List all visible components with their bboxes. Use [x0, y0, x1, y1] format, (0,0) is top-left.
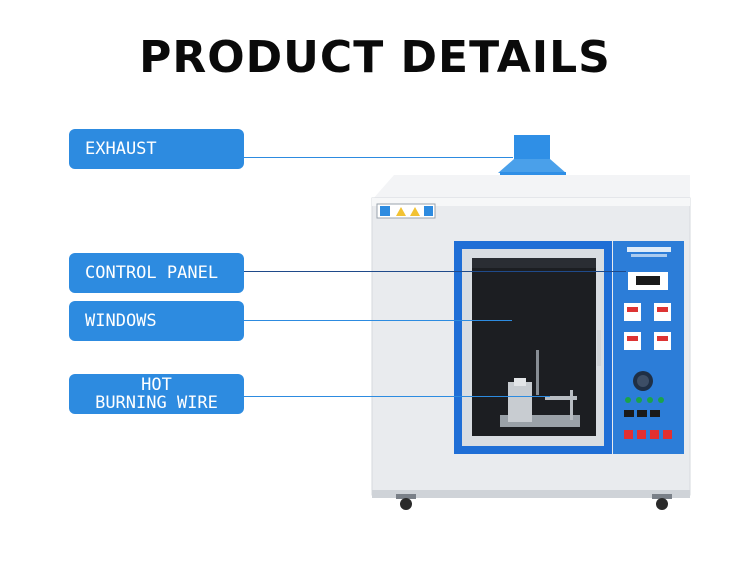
label-windows-text: WINDOWS — [85, 311, 157, 331]
exhaust-pointer-line — [244, 157, 513, 158]
label-burning-wire-text: BURNING WIRE — [95, 393, 218, 413]
control-panel-pointer-line — [244, 271, 626, 272]
burning-wire-pointer-line — [244, 396, 550, 397]
windows-pointer-line — [244, 320, 512, 321]
page-title: PRODUCT DETAILS — [139, 32, 611, 83]
control-panel — [613, 241, 684, 454]
label-control-panel: CONTROL PANEL — [69, 253, 244, 293]
casters — [396, 494, 672, 510]
test-window — [454, 241, 612, 454]
label-hot-burning-wire: HOT BURNING WIRE — [69, 374, 244, 414]
label-control-panel-text: CONTROL PANEL — [85, 263, 219, 283]
label-hot-text: HOT — [141, 375, 172, 395]
label-windows: WINDOWS — [69, 301, 244, 341]
label-exhaust-text: EXHAUST — [85, 139, 157, 159]
label-exhaust: EXHAUST — [69, 129, 244, 169]
warning-stickers — [376, 203, 436, 219]
